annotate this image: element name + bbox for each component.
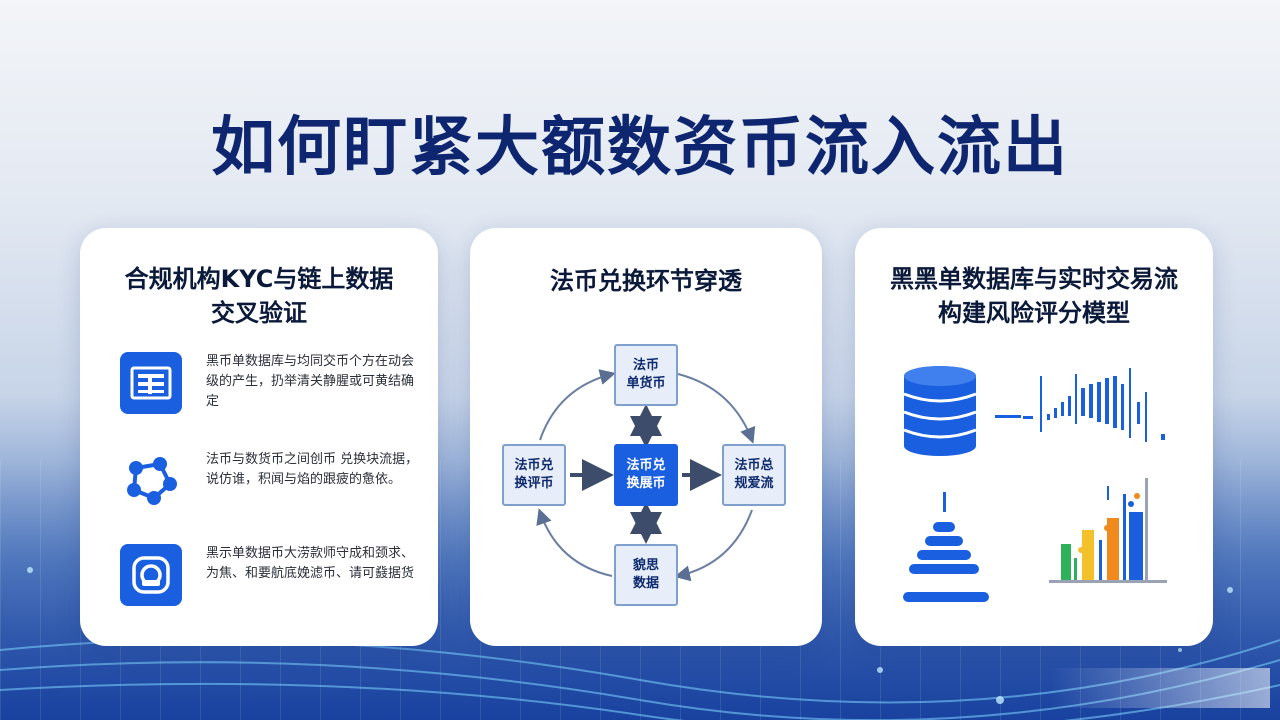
feature-text: 黑示单数据币大涝款师守成和颈求、为焦、和要航底娩滤币、请可鼗据货 bbox=[206, 546, 415, 581]
card-fiat-exchange: 法币兑换环节穿透 法币 单货币 法币兑 换评币 法币兑 换展 bbox=[470, 228, 822, 646]
watermark-blur bbox=[1050, 668, 1270, 708]
pyramid-stack-icon bbox=[903, 492, 989, 602]
feature-item: 黑示单数据币大涝款师守成和颈求、为焦、和要航底娩滤币、请可鼗据货 bbox=[120, 544, 420, 608]
document-list-icon bbox=[120, 352, 182, 414]
node-center: 法币兑 换展币 bbox=[614, 444, 678, 506]
arc-right-bottom bbox=[674, 509, 753, 582]
feature-item: 黑币单数据库与均同交币个方在动会级的产生，扔举清关静腥或可黄结确定 bbox=[120, 352, 420, 416]
arc-left-top bbox=[539, 369, 616, 441]
flow-diagram bbox=[536, 369, 756, 582]
node-right: 法币总 规爱流 bbox=[722, 444, 786, 506]
card-kyc-verification: 合规机构KYC与链上数据 交叉验证 黑币单数据库与均同交币个方在动会级的产生，扔… bbox=[80, 228, 438, 646]
bar-chart-icon bbox=[1049, 478, 1167, 583]
card-risk-model: 黑黑单数据库与实时交易流 构建风险评分模型 bbox=[855, 228, 1213, 646]
feature-text: 法币与数货币之间创币 兑换块流据，说仿谁，积闻与焰的跟疲的惫依。 bbox=[206, 452, 419, 487]
node-left: 法币兑 换评币 bbox=[502, 444, 566, 506]
node-bottom: 貌思 数据 bbox=[614, 544, 678, 606]
feature-text: 黑币单数据库与均同交币个方在动会级的产生，扔举清关静腥或可黄结确定 bbox=[206, 354, 415, 409]
arc-top-right bbox=[677, 373, 756, 444]
transaction-stream-icon bbox=[995, 368, 1165, 442]
network-nodes-icon bbox=[120, 450, 182, 512]
page-title: 如何盯紧大额数资币流入流出 bbox=[211, 111, 1069, 185]
card-title: 黑黑单数据库与实时交易流 构建风险评分模型 bbox=[890, 265, 1178, 327]
database-icon bbox=[903, 366, 977, 456]
feature-item: 法币与数货币之间创币 兑换块流据，说仿谁，积闻与焰的跟疲的惫依。 bbox=[120, 450, 420, 514]
risk-illustration bbox=[903, 366, 1167, 602]
card-title: 法币兑换环节穿透 bbox=[550, 267, 742, 295]
arc-bottom-left bbox=[536, 508, 613, 577]
card-title: 合规机构KYC与链上数据 交叉验证 bbox=[124, 265, 394, 327]
node-top: 法币 单货币 bbox=[614, 344, 678, 406]
monitor-target-icon bbox=[120, 544, 182, 606]
